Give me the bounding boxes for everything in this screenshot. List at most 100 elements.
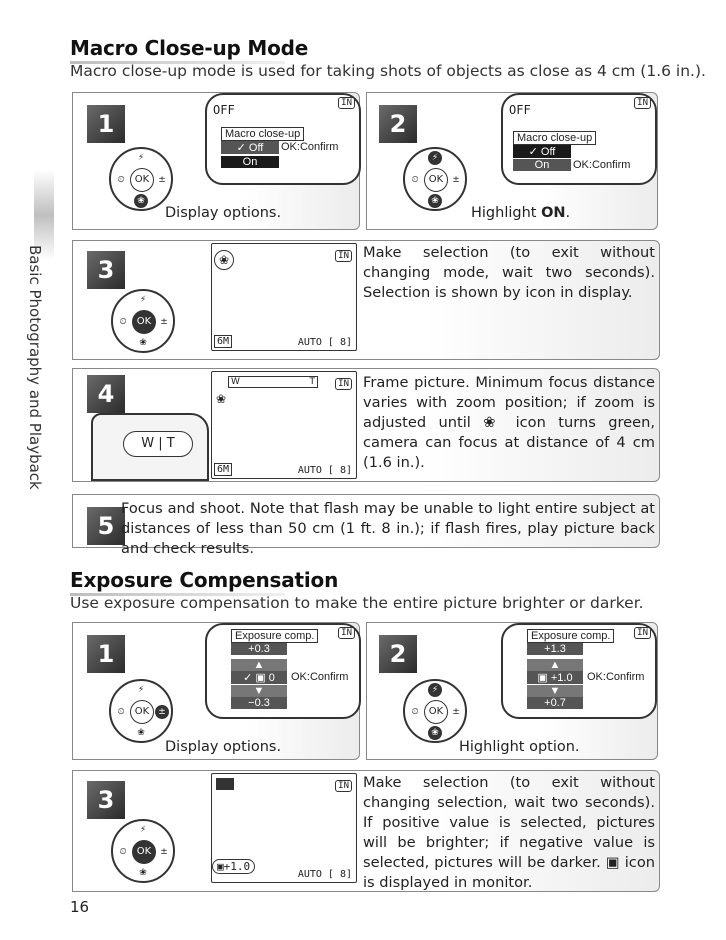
ok-button: OK xyxy=(130,700,154,724)
menu-option-on: On xyxy=(221,156,279,168)
macro-icon: ❀ xyxy=(134,194,148,208)
self-timer-icon: ⏲ xyxy=(411,707,419,717)
value-up-arrow: ▲ xyxy=(527,659,583,671)
flash-shots-readout: AUTO [ 8] xyxy=(297,869,352,880)
exposure-step1-box: 1 ⚡ ⏲ ± ❀ OK IN Exposure comp. +0.3 ▲ ✓ … xyxy=(72,622,361,760)
confirm-hint: OK:Confirm xyxy=(573,159,631,171)
zoom-rocker: W | T xyxy=(123,431,193,457)
macro-icon: ❀ xyxy=(139,338,147,348)
multi-selector: ⚡ ⏲ ± ❀ OK xyxy=(109,147,173,211)
macro-status: OFF xyxy=(509,103,531,117)
exposure-intro: Use exposure compensation to make the en… xyxy=(70,594,644,612)
ok-button: OK xyxy=(130,168,154,192)
step-number: 3 xyxy=(87,251,125,289)
step-number: 4 xyxy=(87,375,125,413)
multi-selector: ⚡ ⏲ ± ❀ OK xyxy=(111,819,175,883)
internal-memory-badge: IN xyxy=(335,250,352,262)
menu-option-on: On xyxy=(513,159,571,171)
exposure-comp-icon: ± xyxy=(158,175,166,185)
macro-intro: Macro close-up mode is used for taking s… xyxy=(70,62,706,80)
step-description: Focus and shoot. Note that flash may be … xyxy=(121,500,655,557)
internal-memory-badge: IN xyxy=(634,97,651,109)
macro-status: OFF xyxy=(213,103,235,117)
value-selected: ✓ ▣ 0 xyxy=(231,671,287,684)
flash-shots-readout: AUTO [ 8] xyxy=(297,465,352,476)
step-caption: Highlight ON. xyxy=(471,205,571,221)
page-number: 16 xyxy=(70,898,90,916)
internal-memory-badge: IN xyxy=(335,780,352,792)
step-number: 1 xyxy=(87,105,125,143)
exposure-comp-icon: ± xyxy=(160,317,168,327)
chapter-title-vertical: Basic Photography and Playback xyxy=(26,245,44,490)
value-above: +1.3 xyxy=(527,643,583,655)
flash-icon: ⚡ xyxy=(139,295,147,305)
exposure-comp-icon: ± xyxy=(452,175,460,185)
flash-icon: ⚡ xyxy=(137,153,145,163)
value-down-arrow: ▼ xyxy=(527,685,583,697)
value-below: +0.7 xyxy=(527,697,583,709)
menu-title: Macro close-up xyxy=(221,127,305,141)
zoom-control-illustration: W | T xyxy=(91,413,209,481)
internal-memory-badge: IN xyxy=(335,378,352,390)
exposure-comp-icon: ± xyxy=(155,705,169,719)
ok-button: OK xyxy=(424,700,448,724)
step-number: 1 xyxy=(87,635,125,673)
macro-section-title: Macro Close-up Mode xyxy=(70,36,308,64)
self-timer-icon: ⏲ xyxy=(411,175,419,185)
menu-title: Macro close-up xyxy=(513,131,597,145)
self-timer-icon: ⏲ xyxy=(117,707,125,717)
step-number: 3 xyxy=(87,781,125,819)
exposure-step2-box: 2 ⚡ ⏲ ± ❀ OK IN Exposure comp. +1.3 ▲ ▣ … xyxy=(366,622,658,760)
image-size-readout: 6M xyxy=(214,335,233,348)
step-caption: Display options. xyxy=(165,205,282,221)
step-description: Make selection (to exit without changing… xyxy=(363,244,655,301)
step-description: Make selection (to exit without changing… xyxy=(363,774,655,891)
chapter-tab-marker xyxy=(34,170,54,260)
confirm-hint: OK:Confirm xyxy=(291,671,349,683)
macro-step2-box: 2 ⚡ ⏲ ± ❀ OK IN OFF Macro close-up ✓ Off… xyxy=(366,92,658,230)
flash-icon: ⚡ xyxy=(139,825,147,835)
step-number: 5 xyxy=(87,507,125,545)
multi-selector: ⚡ ⏲ ± ❀ OK xyxy=(109,679,173,743)
internal-memory-badge: IN xyxy=(634,627,651,639)
self-timer-icon: ⏲ xyxy=(119,317,127,327)
confirm-hint: OK:Confirm xyxy=(281,141,339,153)
image-size-readout: 6M xyxy=(214,463,233,476)
camera-monitor: IN Exposure comp. +1.3 ▲ ▣ +1.0 ▼ +0.7 O… xyxy=(501,623,657,719)
macro-icon: ❀ xyxy=(137,728,145,738)
multi-selector: ⚡ ⏲ ± ❀ OK xyxy=(403,679,467,743)
exposure-comp-icon: ± xyxy=(452,707,460,717)
step-number: 2 xyxy=(379,635,417,673)
step-description: Frame picture. Minimum focus distance va… xyxy=(363,374,655,471)
self-timer-icon: ⏲ xyxy=(119,847,127,857)
exposure-section-title: Exposure Compensation xyxy=(70,568,338,596)
internal-memory-badge: IN xyxy=(338,627,355,639)
menu-option-off: ✓ Off xyxy=(221,141,279,154)
internal-memory-badge: IN xyxy=(338,97,355,109)
ok-button: OK xyxy=(424,168,448,192)
flash-icon: ⚡ xyxy=(137,685,145,695)
value-down-arrow: ▼ xyxy=(231,685,287,697)
macro-icon: ❀ xyxy=(216,392,227,406)
macro-step1-box: 1 ⚡ ⏲ ± ❀ OK IN OFF Macro close-up ✓ Off… xyxy=(72,92,361,230)
ok-button: OK xyxy=(132,840,156,864)
camera-monitor: IN Exposure comp. +0.3 ▲ ✓ ▣ 0 ▼ −0.3 OK… xyxy=(205,623,361,719)
step-number: 2 xyxy=(379,105,417,143)
exposure-step3-box: 3 ⚡ ⏲ ± ❀ OK IN ▣+1.0 AUTO [ 8] Make sel… xyxy=(72,770,660,892)
camera-monitor: IN OFF Macro close-up ✓ Off On OK:Confir… xyxy=(205,93,361,185)
exposure-comp-icon: ± xyxy=(160,847,168,857)
camera-monitor: IN ❀ 6M AUTO [ 8] xyxy=(211,243,357,351)
macro-icon: ❀ xyxy=(428,726,442,740)
macro-step3-box: 3 ⚡ ⏲ ± ❀ OK IN ❀ 6M AUTO [ 8] Make sele… xyxy=(72,240,660,360)
camera-monitor: IN OFF Macro close-up ✓ Off On OK:Confir… xyxy=(501,93,657,185)
camera-mode-icon xyxy=(216,778,234,790)
macro-icon: ❀ xyxy=(139,868,147,878)
flash-icon: ⚡ xyxy=(428,151,442,165)
ev-indicator: ▣+1.0 xyxy=(212,859,256,874)
value-up-arrow: ▲ xyxy=(231,659,287,671)
value-above: +0.3 xyxy=(231,643,287,655)
menu-option-off: ✓ Off xyxy=(513,145,571,158)
